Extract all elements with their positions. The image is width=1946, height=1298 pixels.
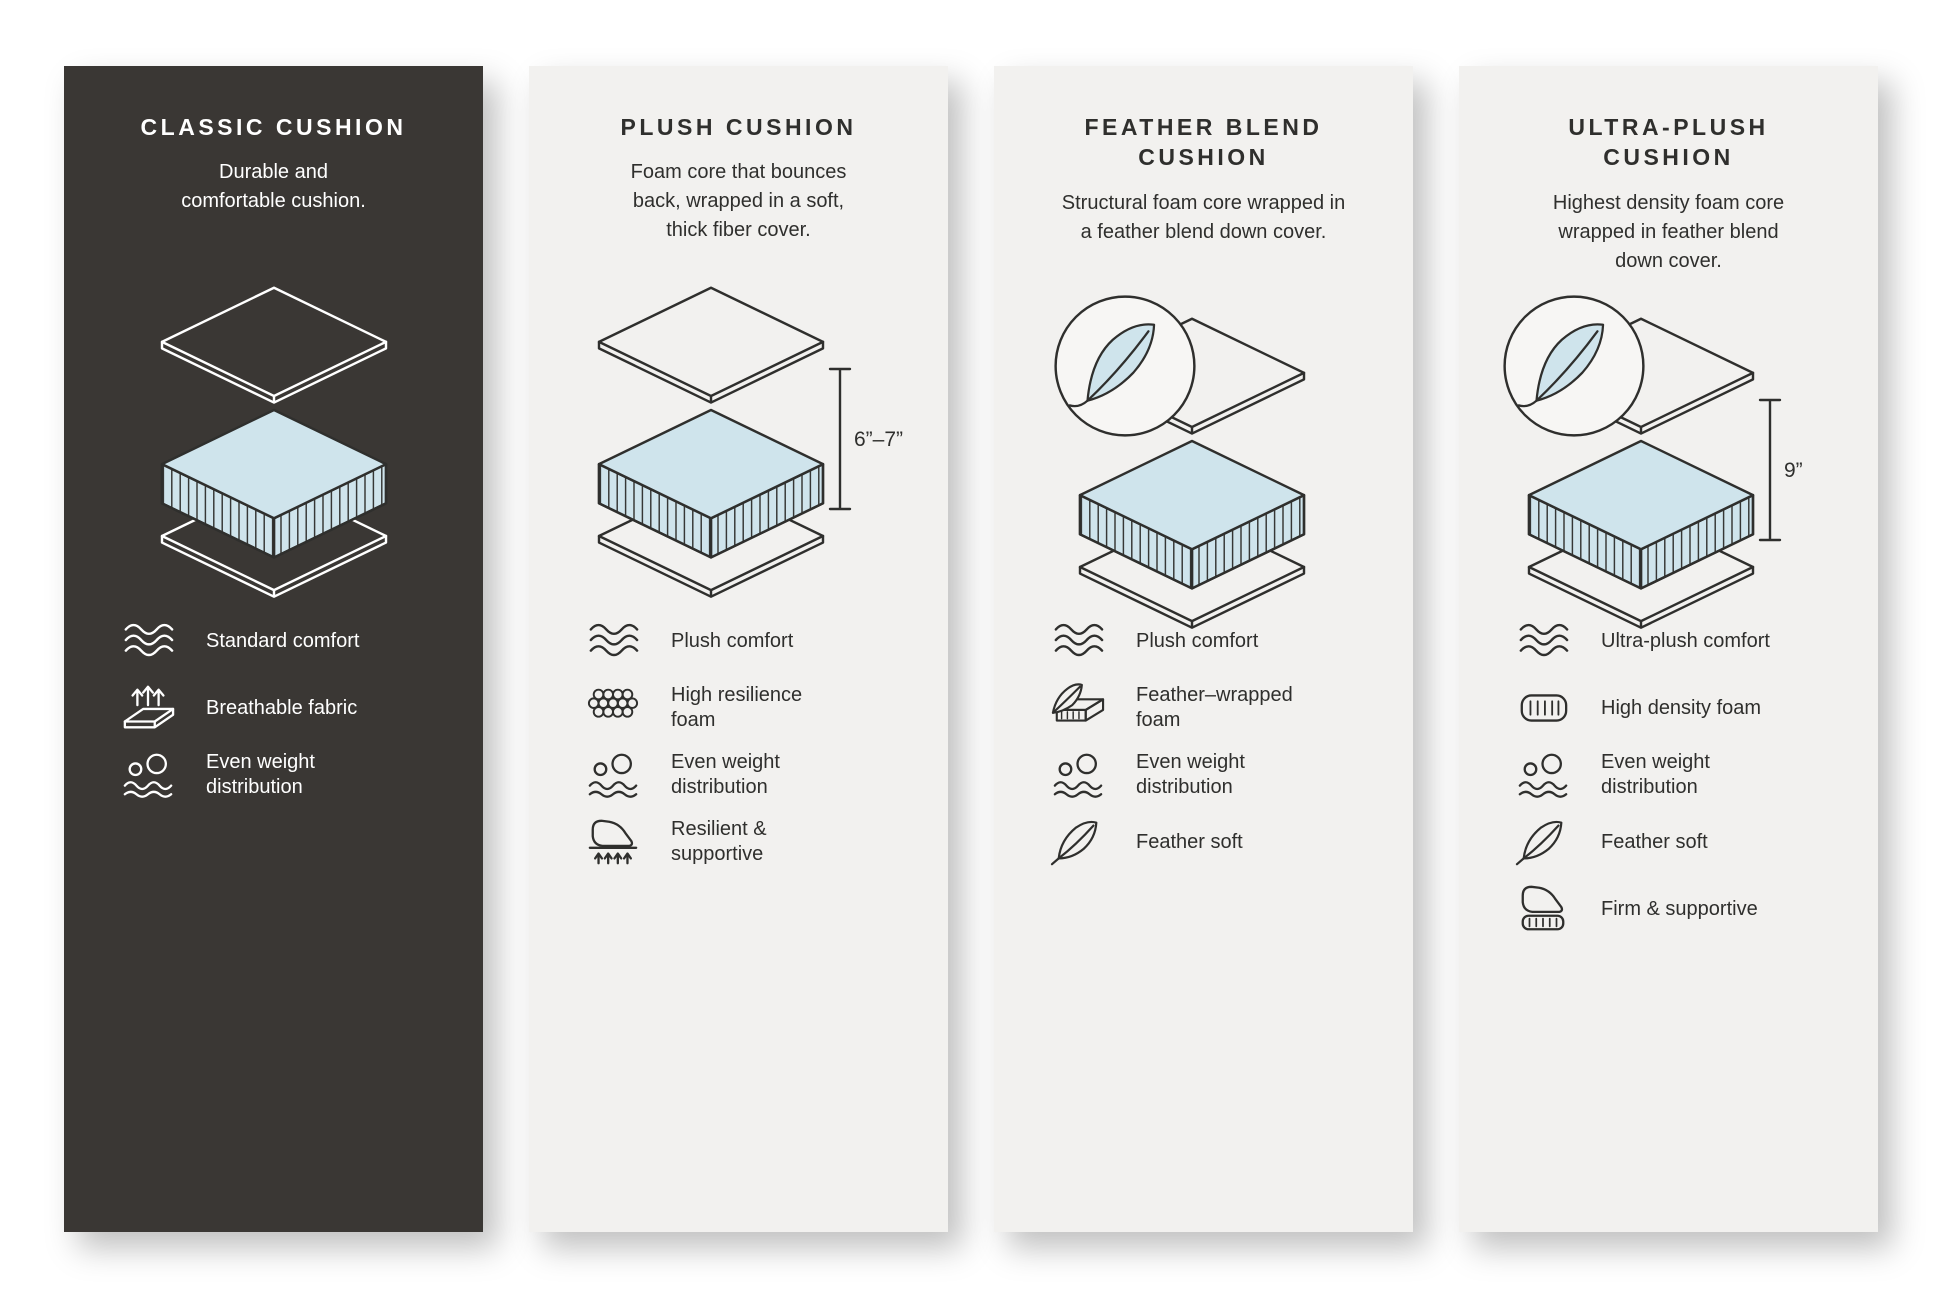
- waves-icon: [118, 614, 178, 668]
- card-title: ULTRA-PLUSH CUSHION: [1568, 114, 1769, 171]
- feather-icon: [1048, 815, 1108, 869]
- feature-label: High resilience foam: [671, 684, 803, 731]
- feature-list: Plush comfort High resilience foam Even …: [583, 614, 900, 882]
- feature-label: Breathable fabric: [206, 696, 358, 719]
- feature-row: High resilience foam: [583, 681, 900, 735]
- waves-icon: [1513, 614, 1573, 668]
- cushion-wrapper: [571, 284, 851, 606]
- press-block-icon: [1513, 882, 1573, 936]
- feature-label: Standard comfort: [206, 629, 360, 652]
- height-measurement: 6”–7”: [824, 364, 920, 514]
- feature-row: Even weight distribution: [1048, 748, 1365, 802]
- cushion-illustration: [1048, 295, 1359, 641]
- height-measurement: 9”: [1754, 395, 1850, 545]
- feature-row: Even weight distribution: [118, 748, 435, 802]
- cushion-illustration: 9”: [1502, 295, 1824, 641]
- cushion-wrapper: [1501, 295, 1781, 637]
- measurement-label: 9”: [1784, 459, 1803, 482]
- feature-row: High density foam: [1513, 681, 1830, 735]
- feature-label: Even weight distribution: [206, 751, 315, 798]
- even-weight-distribution-icon: [118, 748, 178, 802]
- cushion-illustration: 6”–7”: [583, 280, 903, 610]
- card-plush-cushion: PLUSH CUSHION Foam core that bounces bac…: [529, 66, 948, 1232]
- feature-row: Feather–wrapped foam: [1048, 681, 1365, 735]
- cushion-illustration: [118, 280, 429, 610]
- cushion-wrapper: [1052, 295, 1332, 637]
- foam-cells-icon: [583, 681, 643, 735]
- breathable-fabric-icon: [118, 681, 178, 735]
- cushion-wrapper: [134, 284, 414, 606]
- feature-row: Firm & supportive: [1513, 882, 1830, 936]
- feature-row: Breathable fabric: [118, 681, 435, 735]
- card-title: PLUSH CUSHION: [620, 114, 857, 140]
- feature-row: Feather soft: [1513, 815, 1830, 869]
- feature-label: High density foam: [1601, 696, 1762, 719]
- feature-row: Even weight distribution: [583, 748, 900, 802]
- cushion-layers-graphic: [160, 286, 387, 599]
- card-ultra-plush-cushion: ULTRA-PLUSH CUSHION Highest density foam…: [1459, 66, 1878, 1232]
- feature-label: Even weight distribution: [671, 751, 780, 798]
- feature-row: Feather soft: [1048, 815, 1365, 869]
- feature-row: Plush comfort: [1048, 614, 1365, 668]
- card-description: Foam core that bounces back, wrapped in …: [630, 161, 847, 242]
- feature-label: Feather–wrapped foam: [1136, 684, 1293, 731]
- feature-label: Even weight distribution: [1601, 751, 1710, 798]
- feature-row: Plush comfort: [583, 614, 900, 668]
- card-title: FEATHER BLEND CUSHION: [1084, 114, 1323, 171]
- feature-label: Firm & supportive: [1601, 897, 1758, 920]
- feature-row: Standard comfort: [118, 614, 435, 668]
- feather-icon: [1513, 815, 1573, 869]
- feature-list: Standard comfort Breathable fabric Even …: [118, 614, 435, 815]
- feather-badge: [1053, 295, 1196, 437]
- card-classic-cushion: CLASSIC CUSHION Durable and comfortable …: [64, 66, 483, 1232]
- card-title: CLASSIC CUSHION: [140, 114, 407, 140]
- cushion-layers-graphic: [597, 286, 824, 599]
- feather-badge: [1502, 295, 1645, 437]
- feature-label: Feather soft: [1136, 830, 1243, 853]
- even-weight-distribution-icon: [583, 748, 643, 802]
- measurement-label: 6”–7”: [854, 428, 903, 451]
- waves-icon: [1048, 614, 1108, 668]
- card-description: Durable and comfortable cushion.: [181, 161, 366, 213]
- feature-label: Plush comfort: [1136, 629, 1259, 652]
- card-description: Structural foam core wrapped in a feathe…: [1061, 191, 1346, 243]
- feature-row: Ultra-plush comfort: [1513, 614, 1830, 668]
- even-weight-distribution-icon: [1048, 748, 1108, 802]
- feature-label: Ultra-plush comfort: [1601, 629, 1770, 652]
- waves-icon: [583, 614, 643, 668]
- card-description: Highest density foam core wrapped in fea…: [1552, 191, 1785, 272]
- press-rebound-icon: [583, 815, 643, 869]
- feature-list: Ultra-plush comfort High density foam Ev…: [1513, 614, 1830, 949]
- feature-label: Resilient & supportive: [671, 818, 767, 865]
- feature-label: Even weight distribution: [1136, 751, 1245, 798]
- even-weight-distribution-icon: [1513, 748, 1573, 802]
- feature-label: Plush comfort: [671, 629, 794, 652]
- feature-label: Feather soft: [1601, 830, 1708, 853]
- feature-row: Even weight distribution: [1513, 748, 1830, 802]
- card-feather-blend-cushion: FEATHER BLEND CUSHION Structural foam co…: [994, 66, 1413, 1232]
- feather-wrapped-foam-icon: [1048, 681, 1108, 735]
- feature-list: Plush comfort Feather–wrapped foam Even …: [1048, 614, 1365, 882]
- foam-block-icon: [1513, 681, 1573, 735]
- feature-row: Resilient & supportive: [583, 815, 900, 869]
